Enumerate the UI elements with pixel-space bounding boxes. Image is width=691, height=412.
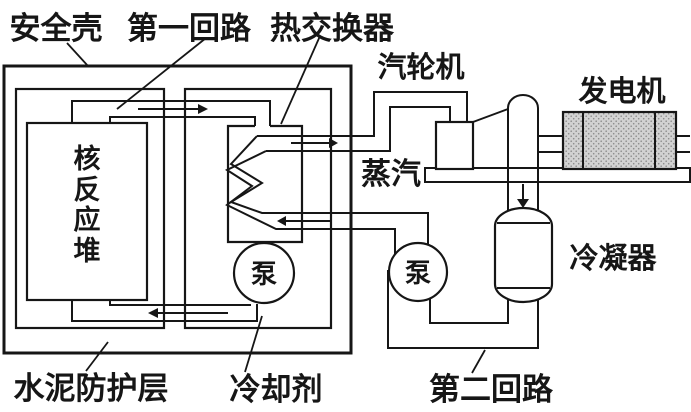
- heat-exchanger-label: 热交换器: [270, 11, 395, 47]
- machine-platform: [424, 167, 691, 183]
- condenser-vessel: [493, 206, 554, 304]
- exhaust-column-dome: [507, 94, 539, 109]
- reactor-compartment-outline: [14, 87, 166, 330]
- generator-body: [561, 110, 678, 171]
- condensate-arrow-head: [277, 216, 286, 226]
- condenser-label: 冷凝器: [569, 241, 657, 275]
- reactor-label-vertical: 核 反 应 堆: [74, 143, 101, 267]
- primary-hot-leg-inner-wall: [109, 116, 256, 126]
- primary-hot-leg-arrow-head: [198, 104, 208, 114]
- secondary-loop-leader: [471, 349, 486, 374]
- secondary-pump-circle: [387, 241, 449, 303]
- secondary-pump-label: 泵: [405, 259, 431, 289]
- reactor-vessel: [25, 121, 149, 302]
- turbine-body: [434, 120, 475, 171]
- primary-loop-label: 第一回路: [127, 11, 252, 47]
- reactor-char-1: 核: [74, 143, 101, 175]
- reactor-char-3: 应: [74, 204, 101, 236]
- concrete-shield-outline: [2, 64, 353, 355]
- reactor-char-4: 堆: [74, 236, 101, 267]
- steam-label: 蒸汽: [361, 157, 421, 192]
- leader-lines: [66, 35, 486, 374]
- containment-leader: [66, 42, 89, 67]
- primary-cold-leg-inner-wall: [109, 300, 251, 306]
- generator-shaft-lines: [539, 135, 690, 153]
- steam-line-upper-wall: [257, 91, 468, 137]
- turbine-label: 汽轮机: [377, 50, 464, 84]
- steam-arrow-head: [329, 138, 338, 148]
- concrete-shield-label: 水泥防护层: [14, 371, 169, 407]
- primary-loop-leader: [116, 37, 207, 110]
- reactor-char-2: 反: [74, 175, 101, 206]
- steam-line-lower-wall: [266, 106, 451, 152]
- condenser-outlet-outer-wall: [387, 270, 539, 349]
- containment-label: 安全壳: [10, 11, 103, 47]
- flow-arrows: [138, 104, 529, 318]
- condenser-outlet-inner-wall: [429, 298, 509, 324]
- coolant-leader: [244, 315, 263, 373]
- generator-label: 发电机: [577, 74, 665, 108]
- turbine-expansion-line: [472, 108, 509, 123]
- condenser-loop-pipes: [387, 94, 539, 349]
- primary-pump-label: 泵: [251, 260, 277, 290]
- exhaust-down-arrow-head: [517, 199, 529, 208]
- heat-exchanger-leader: [280, 35, 321, 125]
- secondary-loop-pipes: [224, 91, 468, 255]
- coolant-label: 冷却剂: [230, 372, 323, 408]
- concrete-shield-leader: [85, 341, 109, 372]
- primary-cold-leg-arrow-head: [148, 308, 158, 318]
- primary-hot-leg-outer-wall: [71, 100, 271, 126]
- heat-exchanger-vessel: [226, 124, 304, 244]
- secondary-loop-label: 第二回路: [429, 372, 554, 408]
